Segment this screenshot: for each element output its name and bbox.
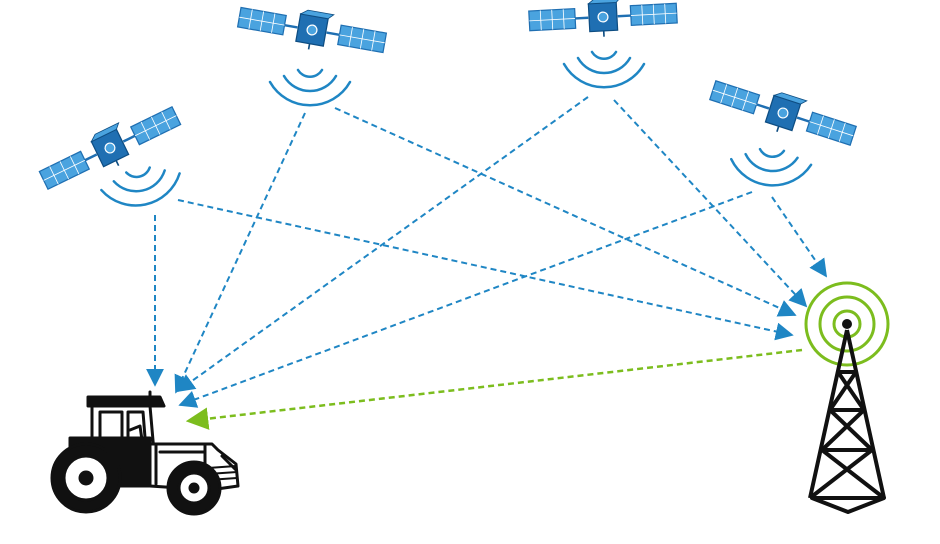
satellite-2: [234, 0, 390, 107]
satellite-4: [705, 71, 861, 190]
sat1-to-tower-line: [177, 199, 794, 341]
signal-lines: [146, 96, 828, 430]
sat3-to-tower-line: [613, 99, 808, 308]
base-station-tower: [804, 281, 890, 514]
broadcast-waves-icon: [728, 145, 814, 190]
satellite-1: [34, 97, 187, 215]
broadcast-waves-icon: [268, 68, 352, 107]
broadcast-waves-icon: [97, 160, 186, 215]
radio-tower-icon: [808, 319, 886, 514]
sat3-to-tractor-line: [176, 96, 589, 393]
satellite-icon: [34, 97, 187, 200]
satellite-icon: [234, 0, 390, 64]
satellite-3: [527, 0, 679, 89]
broadcast-waves-icon: [562, 50, 646, 89]
sat2-to-tractor-line: [174, 112, 306, 394]
tower-to-tractor-line: [185, 348, 803, 430]
sat4-to-tower-line: [771, 196, 828, 278]
sat4-to-tractor-line: [178, 191, 753, 408]
tractor-icon: [50, 390, 240, 516]
satellite-icon: [705, 71, 861, 156]
satellite-icon: [527, 0, 679, 42]
sat2-to-tower-line: [334, 107, 797, 317]
